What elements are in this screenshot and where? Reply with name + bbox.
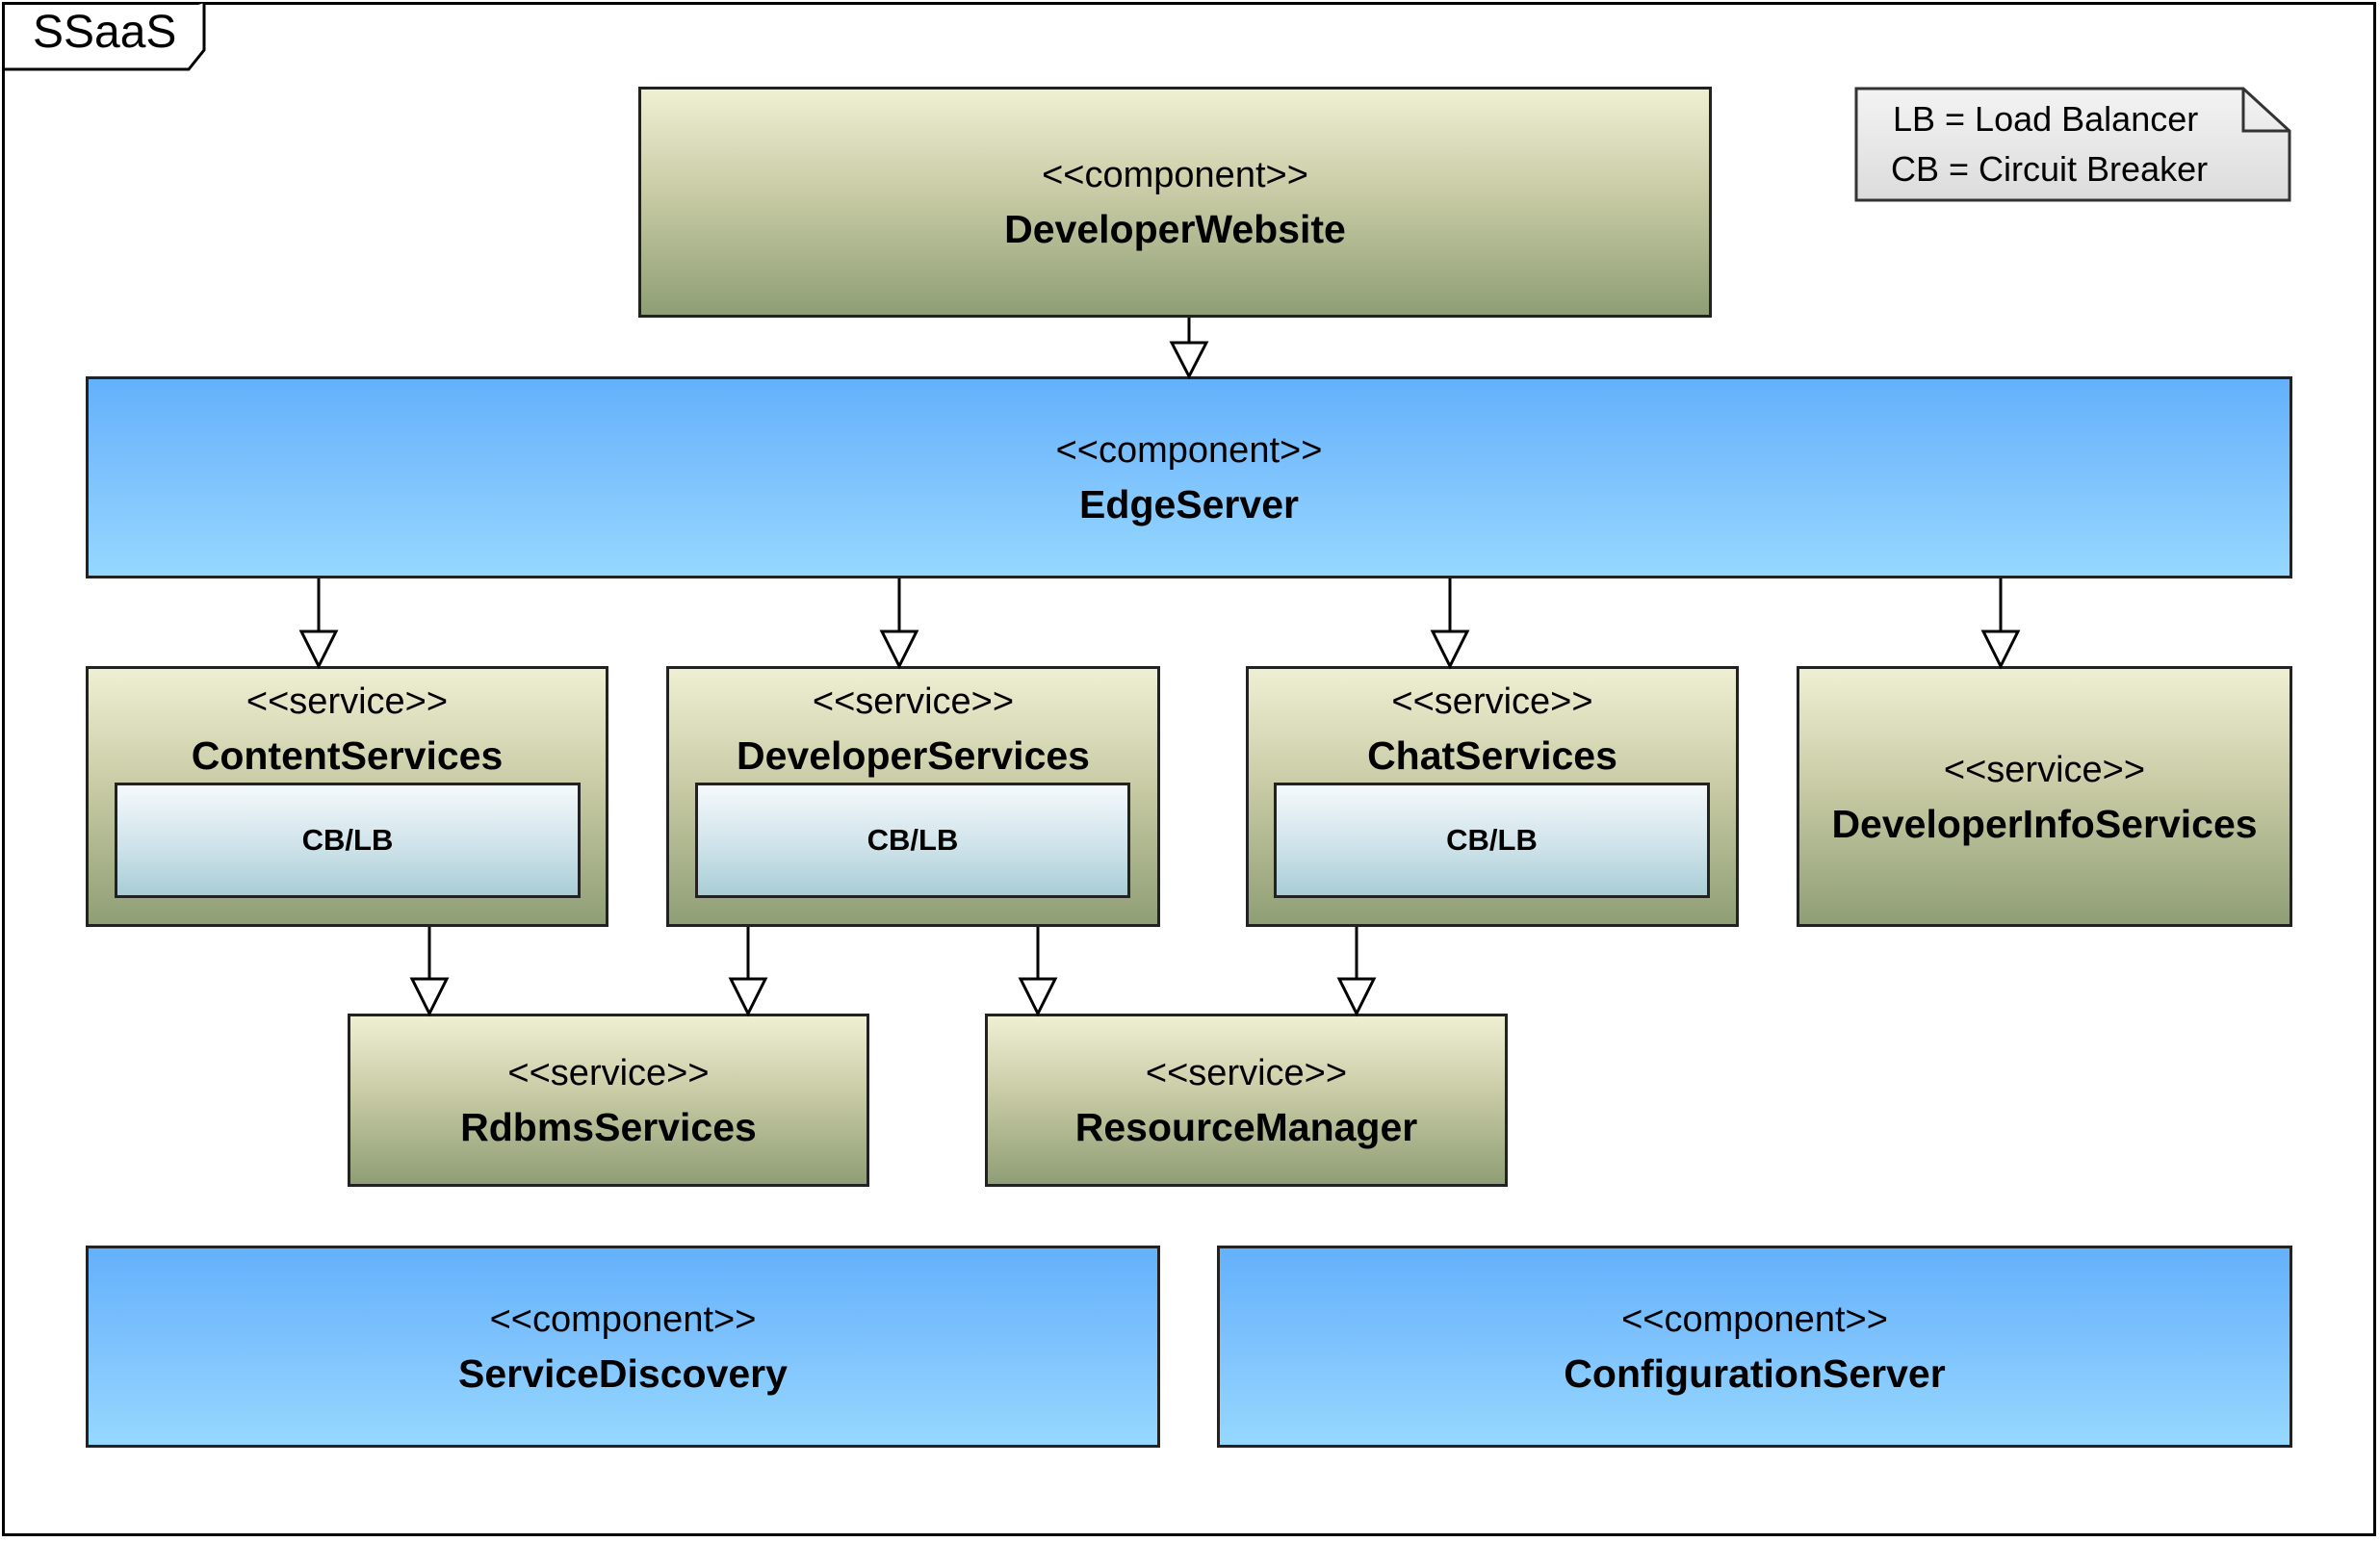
- arrow-edge-to-chat: [1430, 578, 1470, 670]
- stereotype-label: <<service>>: [812, 681, 1015, 722]
- stereotype-label: <<component>>: [1055, 430, 1323, 471]
- component-name: ConfigurationServer: [1564, 1351, 1946, 1396]
- stereotype-label: <<component>>: [1621, 1299, 1888, 1340]
- arrow-developer-to-rdbms: [728, 927, 768, 1017]
- stereotype-label: <<service>>: [246, 681, 449, 722]
- configuration-server-component[interactable]: <<component>> ConfigurationServer: [1217, 1246, 2292, 1448]
- edge-server-component[interactable]: <<component>> EdgeServer: [86, 376, 2292, 578]
- stereotype-label: <<service>>: [1943, 749, 2146, 790]
- component-name: DeveloperWebsite: [1004, 207, 1346, 251]
- legend-line-lb: LB = Load Balancer: [1893, 99, 2199, 139]
- stereotype-label: <<service>>: [1391, 681, 1593, 722]
- service-name: ChatServices: [1367, 733, 1617, 778]
- stereotype-label: <<service>>: [1145, 1053, 1348, 1093]
- cblb-label: CB/LB: [1446, 823, 1538, 857]
- arrow-edge-to-developerinfo: [1980, 578, 2021, 670]
- service-name: DeveloperServices: [737, 733, 1090, 778]
- rdbms-services-service[interactable]: <<service>> RdbmsServices: [348, 1014, 869, 1187]
- legend-line-cb: CB = Circuit Breaker: [1891, 149, 2209, 189]
- arrow-content-to-rdbms: [409, 927, 450, 1017]
- arrow-chat-to-resource: [1336, 927, 1377, 1017]
- stereotype-label: <<component>>: [489, 1299, 757, 1340]
- component-name: ServiceDiscovery: [458, 1351, 788, 1396]
- component-name: EdgeServer: [1079, 482, 1299, 527]
- stereotype-label: <<service>>: [507, 1053, 710, 1093]
- chat-services-cblb[interactable]: CB/LB: [1274, 783, 1710, 898]
- service-name: RdbmsServices: [460, 1105, 757, 1149]
- service-name: ContentServices: [191, 733, 504, 778]
- cblb-label: CB/LB: [867, 823, 959, 857]
- service-discovery-component[interactable]: <<component>> ServiceDiscovery: [86, 1246, 1160, 1448]
- developer-services-cblb[interactable]: CB/LB: [695, 783, 1130, 898]
- service-name: DeveloperInfoServices: [1831, 801, 2258, 846]
- frame-label: SSaaS: [33, 7, 177, 58]
- service-name: ResourceManager: [1074, 1105, 1418, 1149]
- content-services-cblb[interactable]: CB/LB: [115, 783, 581, 898]
- stereotype-label: <<component>>: [1042, 155, 1308, 195]
- developer-website-component[interactable]: <<component>> DeveloperWebsite: [638, 87, 1712, 318]
- resource-manager-service[interactable]: <<service>> ResourceManager: [985, 1014, 1508, 1187]
- arrow-edge-to-developer: [879, 578, 919, 670]
- arrow-developer-to-resource: [1018, 927, 1058, 1017]
- cblb-label: CB/LB: [301, 823, 394, 857]
- arrow-edge-to-content: [298, 578, 339, 670]
- arrow-website-to-edge: [1169, 318, 1209, 380]
- developer-info-services-service[interactable]: <<service>> DeveloperInfoServices: [1797, 666, 2292, 927]
